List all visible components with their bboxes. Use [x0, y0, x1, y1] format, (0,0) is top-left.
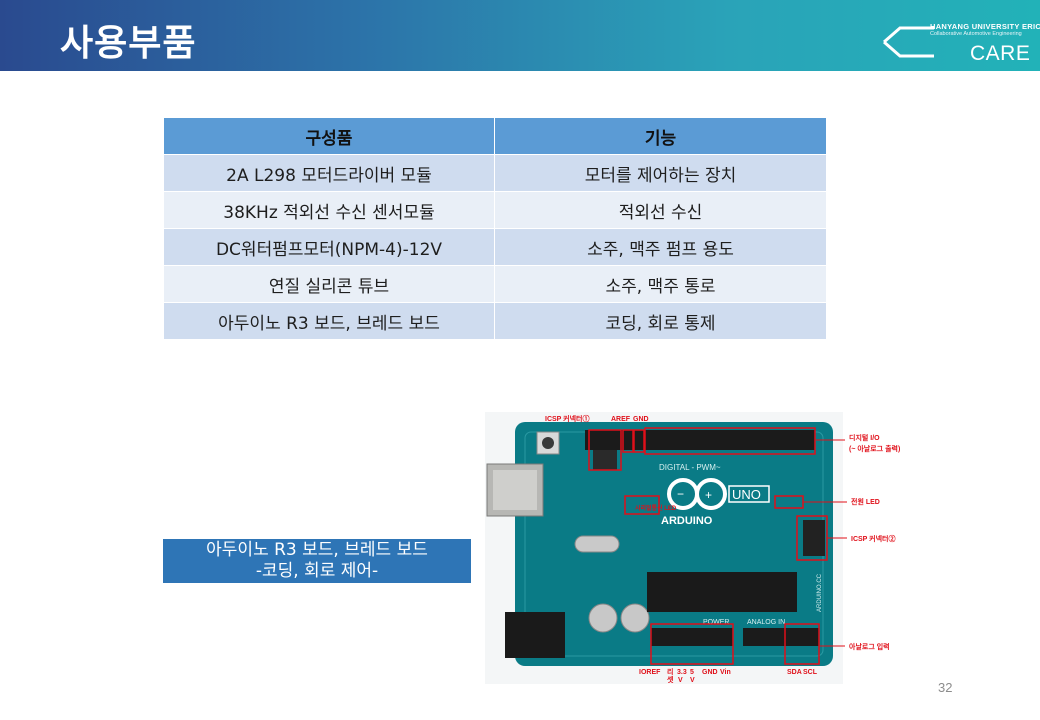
table-cell: DC워터펌프모터(NPM-4)-12V — [163, 228, 495, 266]
arduino-board-figure: DIGITAL - PWM~ − + UNO ARDUINO POWER ANA… — [485, 412, 915, 684]
silk-analog-in: ANALOG IN — [747, 619, 785, 626]
header-bar: 사용부품 HANYANG UNIVERSITY ERICA Collaborat… — [0, 0, 1040, 71]
care-logo: HANYANG UNIVERSITY ERICA Collaborative A… — [878, 16, 1040, 68]
label-sda: SDA — [787, 669, 802, 676]
silk-power: POWER — [703, 619, 729, 626]
parts-table: 구성품 기능 2A L298 모터드라이버 모듈 모터를 제어하는 장치 38K… — [163, 117, 827, 340]
silk-uno: UNO — [732, 487, 761, 502]
table-cell: 적외선 수신 — [494, 191, 827, 229]
svg-text:+: + — [705, 488, 712, 502]
annotation-labels: ICSP 커넥터① AREF GND 디지털 I/O (~ 아날로그 출력) 전… — [545, 414, 900, 684]
table-cell: 소주, 맥주 통로 — [494, 265, 827, 303]
label-ioref: IOREF — [639, 669, 661, 676]
label-reset-2: 셋 — [667, 675, 674, 684]
board-caption: 아두이노 R3 보드, 브레드 보드 -코딩, 회로 제어- — [163, 539, 471, 583]
dc-jack — [505, 612, 565, 658]
table-row: 연질 실리콘 튜브 소주, 맥주 통로 — [163, 265, 827, 303]
table-cell: 38KHz 적외선 수신 센서모듈 — [163, 191, 495, 229]
table-row: 아두이노 R3 보드, 브레드 보드 코딩, 회로 통제 — [163, 302, 827, 340]
label-5v-1: 5 — [690, 669, 694, 676]
label-aref: AREF — [611, 416, 631, 423]
svg-text:−: − — [677, 487, 684, 501]
annotation-lines — [803, 439, 847, 647]
label-3v3-1: 3.3 — [677, 669, 687, 676]
analog-header — [743, 628, 819, 646]
silk-arduino-cc: ARDUINO.CC — [817, 573, 823, 612]
table-row: 2A L298 모터드라이버 모듈 모터를 제어하는 장치 — [163, 154, 827, 192]
column-header-component: 구성품 — [163, 117, 495, 155]
label-scl: SCL — [803, 669, 818, 676]
caption-line-2: -코딩, 회로 제어- — [255, 561, 379, 581]
label-digital-io: 디지털 I/O — [849, 433, 880, 442]
silk-digital-pwm: DIGITAL - PWM~ — [659, 463, 721, 472]
table-cell: 아두이노 R3 보드, 브레드 보드 — [163, 302, 495, 340]
logo-swoosh-icon — [883, 26, 934, 58]
table-cell: 소주, 맥주 펌프 용도 — [494, 228, 827, 266]
table-cell: 모터를 제어하는 장치 — [494, 154, 827, 192]
column-header-function: 기능 — [494, 117, 827, 155]
table-cell: 연질 실리콘 튜브 — [163, 265, 495, 303]
label-analog-input: 아날로그 입력 — [849, 642, 890, 651]
label-vin: Vin — [720, 669, 731, 676]
power-header — [651, 628, 733, 646]
arduino-infinity-icon: − + — [667, 478, 727, 510]
page-number: 32 — [938, 680, 953, 695]
atmega-chip — [647, 572, 797, 612]
label-power-led: 전원 LED — [851, 497, 880, 506]
label-serial-led: 시리얼통신 LED — [635, 504, 677, 512]
label-analog-out: (~ 아날로그 출력) — [849, 444, 900, 453]
label-icsp-1: ICSP 커넥터① — [545, 414, 589, 423]
table-row: 38KHz 적외선 수신 센서모듈 적외선 수신 — [163, 191, 827, 229]
label-reset-1: 리 — [667, 667, 673, 676]
caption-line-1: 아두이노 R3 보드, 브레드 보드 — [206, 540, 428, 560]
logo-university: HANYANG UNIVERSITY ERICA — [930, 22, 1040, 31]
logo-brand: CARE — [970, 42, 1031, 65]
label-3v3-2: V — [678, 677, 683, 684]
table-cell: 코딩, 회로 통제 — [494, 302, 827, 340]
logo-subtitle: Collaborative Automotive Engineering — [930, 31, 1022, 37]
table-cell: 2A L298 모터드라이버 모듈 — [163, 154, 495, 192]
silk-arduino: ARDUINO — [661, 515, 713, 527]
arduino-board-illustration: DIGITAL - PWM~ − + UNO ARDUINO POWER ANA… — [485, 412, 900, 684]
table-header-row: 구성품 기능 — [163, 117, 827, 155]
label-5v-2: V — [690, 677, 695, 684]
label-icsp-2: ICSP 커넥터② — [851, 534, 895, 543]
label-gnd-bottom: GND — [702, 669, 718, 676]
icsp-right-pins — [803, 520, 825, 556]
table-row: DC워터펌프모터(NPM-4)-12V 소주, 맥주 펌프 용도 — [163, 228, 827, 266]
label-gnd-top: GND — [633, 416, 649, 423]
digital-header — [585, 430, 815, 450]
page-title: 사용부품 — [60, 23, 197, 64]
